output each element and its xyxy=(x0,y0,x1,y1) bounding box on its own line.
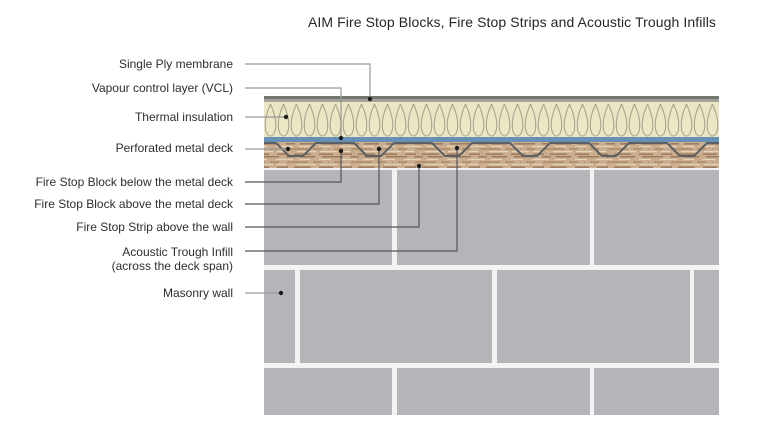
masonry-block xyxy=(397,368,590,415)
leader-dot-thermal-insulation xyxy=(283,114,289,120)
label-thermal-insulation: Thermal insulation xyxy=(134,110,233,124)
perforated-metal-deck-profile xyxy=(264,142,719,157)
leader-dot-acoustic-trough-infill xyxy=(454,145,460,151)
masonry-block xyxy=(397,170,590,265)
leader-dot-vapour-control-layer xyxy=(338,135,344,141)
masonry-block xyxy=(264,270,295,363)
label-fire-stop-strip-wall: Fire Stop Strip above the wall xyxy=(76,220,233,234)
label-masonry-wall: Masonry wall xyxy=(162,286,233,300)
leader-dots xyxy=(278,96,460,296)
masonry-row-1 xyxy=(264,170,719,265)
thermal-insulation-layer xyxy=(264,102,719,137)
label-perforated-metal-deck: Perforated metal deck xyxy=(115,141,233,155)
leader-dot-fire-stop-strip-wall xyxy=(416,163,422,169)
masonry-block xyxy=(264,170,392,265)
label-acoustic-trough-infill: Acoustic Trough Infill (across the deck … xyxy=(112,245,233,273)
page-title: AIM Fire Stop Blocks, Fire Stop Strips a… xyxy=(307,14,717,30)
masonry-row-2 xyxy=(264,270,719,363)
leader-fire-stop-block-below xyxy=(245,153,342,183)
masonry-block xyxy=(694,270,719,363)
label-fire-stop-block-above: Fire Stop Block above the metal deck xyxy=(34,197,233,211)
masonry-block xyxy=(497,270,690,363)
label-fire-stop-block-below: Fire Stop Block below the metal deck xyxy=(35,175,233,189)
label-vapour-control-layer: Vapour control layer (VCL) xyxy=(91,81,233,95)
leader-acoustic-trough-infill xyxy=(245,150,458,252)
leader-fire-stop-block-above xyxy=(245,151,380,205)
masonry-block xyxy=(300,270,492,363)
leader-dot-masonry-wall xyxy=(278,290,284,296)
leader-lines xyxy=(245,63,458,294)
leader-dot-perforated-metal-deck xyxy=(285,146,291,152)
label-acoustic-trough-infill-line2: (across the deck span) xyxy=(111,259,233,273)
masonry-block xyxy=(594,170,719,265)
leader-dot-fire-stop-block-above xyxy=(376,146,382,152)
leader-vapour-control-layer xyxy=(245,87,342,136)
leader-dot-fire-stop-block-below xyxy=(338,148,344,154)
single-ply-membrane-layer xyxy=(264,96,719,102)
leader-single-ply-membrane xyxy=(245,63,371,97)
masonry-wall xyxy=(264,168,719,415)
leader-fire-stop-strip-wall xyxy=(245,168,420,228)
label-acoustic-trough-infill-line1: Acoustic Trough Infill xyxy=(122,245,233,259)
masonry-row-3 xyxy=(264,368,719,415)
label-single-ply-membrane: Single Ply membrane xyxy=(118,57,233,71)
masonry-block xyxy=(264,368,392,415)
leader-dot-single-ply-membrane xyxy=(367,96,373,102)
fire-stop-material-band xyxy=(264,142,719,168)
vapour-control-layer xyxy=(264,137,719,142)
masonry-block xyxy=(594,368,719,415)
